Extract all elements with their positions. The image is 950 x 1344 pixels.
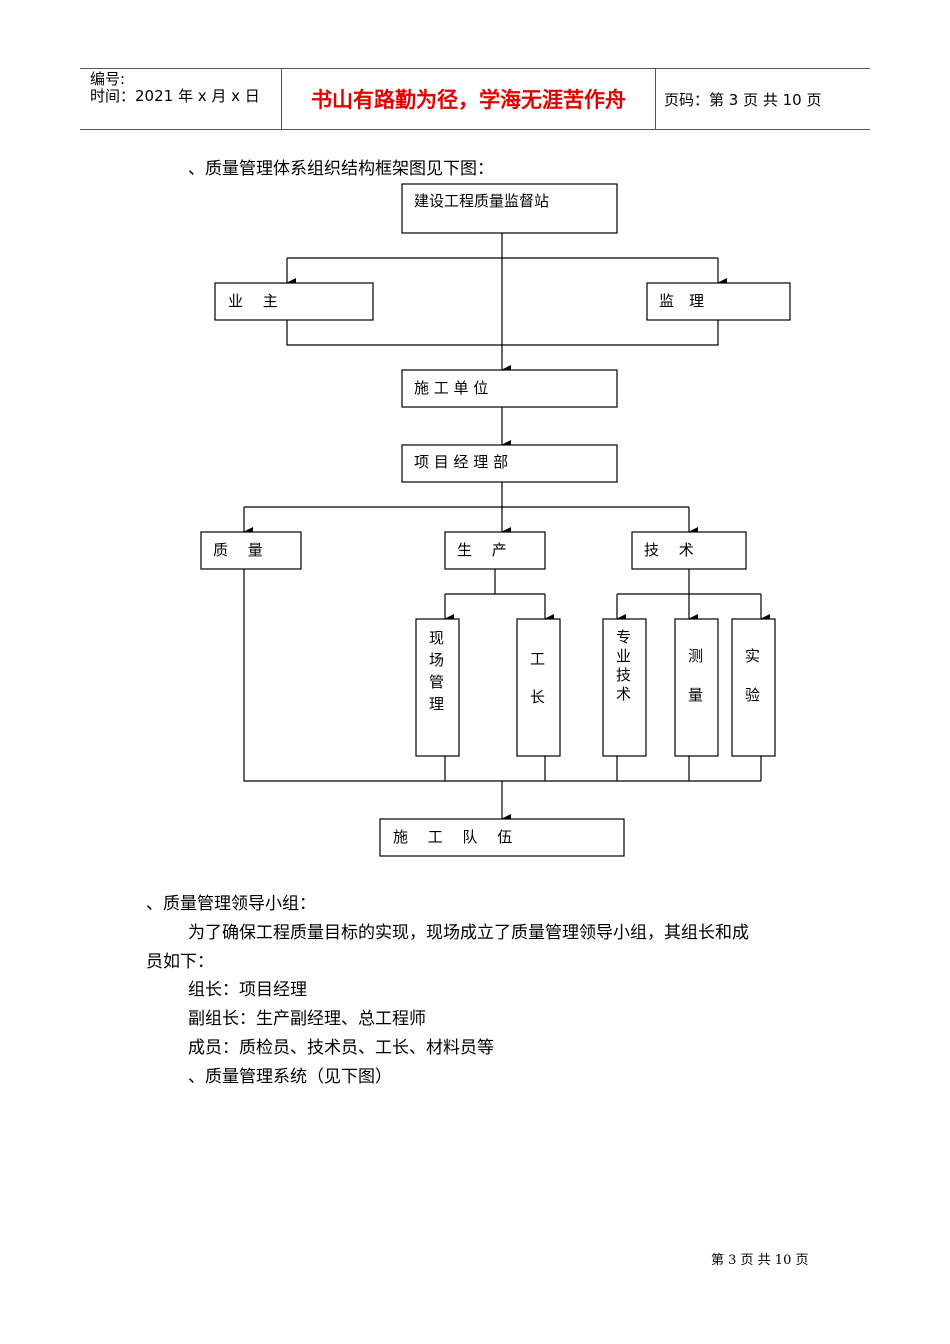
box-site-mgmt: [415, 618, 460, 757]
paragraph-line: 为了确保工程质量目标的实现，现场成立了质量管理领导小组，其组长和成: [188, 923, 749, 943]
box-owner: [214, 282, 374, 321]
box-supervision-station: [401, 183, 618, 234]
page-footer: 第 3 页 共 10 页: [711, 1253, 809, 1268]
header-page-info: 页码：第 3 页 共 10 页: [664, 90, 822, 109]
label-specialty: 专: [616, 628, 631, 646]
label-team: 施 工 队 伍: [393, 828, 512, 846]
box-specialty: [602, 618, 647, 757]
box-contractor: [401, 369, 618, 408]
label-site-mgmt: 场: [429, 651, 444, 669]
label-foreman: 工: [530, 650, 545, 668]
label-supervisor: 监 理: [659, 292, 704, 310]
section1-title: 、质量管理体系组织结构框架图见下图：: [188, 159, 494, 179]
label-site-mgmt: 理: [429, 695, 444, 713]
page-header: 编号:时间：2021 年 x 月 x 日 书山有路勤为径，学海无涯苦作舟 页码：…: [80, 68, 870, 130]
time-label: 时间：2021 年 x 月 x 日: [90, 87, 260, 105]
box-team: [379, 818, 625, 857]
label-survey: 量: [688, 686, 703, 704]
label-test: 实: [745, 647, 760, 665]
label-contractor: 施 工 单 位: [414, 379, 488, 397]
box-survey: [674, 618, 719, 757]
label-specialty: 技: [616, 666, 631, 684]
box-supervisor: [646, 282, 791, 321]
section2-title: 、质量管理领导小组：: [146, 894, 316, 914]
label-supervision-station: 建设工程质量监督站: [414, 192, 549, 210]
member-line: 副组长：生产副经理、总工程师: [188, 1009, 426, 1029]
number-label: 编号:: [90, 70, 126, 88]
label-site-mgmt: 现: [429, 629, 444, 647]
box-pm-dept: [401, 444, 618, 483]
label-test: 验: [745, 686, 760, 704]
label-survey: 测: [688, 647, 703, 665]
label-production: 生 产: [457, 541, 507, 559]
label-technology: 技 术: [644, 541, 694, 559]
label-site-mgmt: 管: [429, 673, 444, 691]
label-quality: 质 量: [213, 541, 263, 559]
header-meta: 编号:时间：2021 年 x 月 x 日: [80, 69, 281, 129]
box-technology: [631, 531, 747, 570]
section3-title: 、质量管理系统（见下图）: [188, 1067, 392, 1087]
header-motto: 书山有路勤为径，学海无涯苦作舟: [281, 69, 656, 129]
label-specialty: 业: [616, 647, 631, 665]
member-line: 成员：质检员、技术员、工长、材料员等: [188, 1038, 494, 1058]
member-line: 组长：项目经理: [188, 980, 307, 1000]
label-pm-dept: 项 目 经 理 部: [414, 453, 508, 471]
box-production: [444, 531, 546, 570]
label-foreman: 长: [530, 688, 545, 706]
connectors: [243, 233, 770, 824]
label-specialty: 术: [616, 685, 631, 703]
label-owner: 业 主: [228, 292, 278, 310]
box-foreman: [516, 618, 561, 757]
org-chart: 建设工程质量监督站 业 主 监 理 施 工 单 位 项 目 经 理 部 质 量 …: [200, 183, 791, 857]
box-test: [731, 618, 776, 757]
box-quality: [200, 531, 302, 570]
paragraph-line: 员如下：: [146, 952, 214, 972]
